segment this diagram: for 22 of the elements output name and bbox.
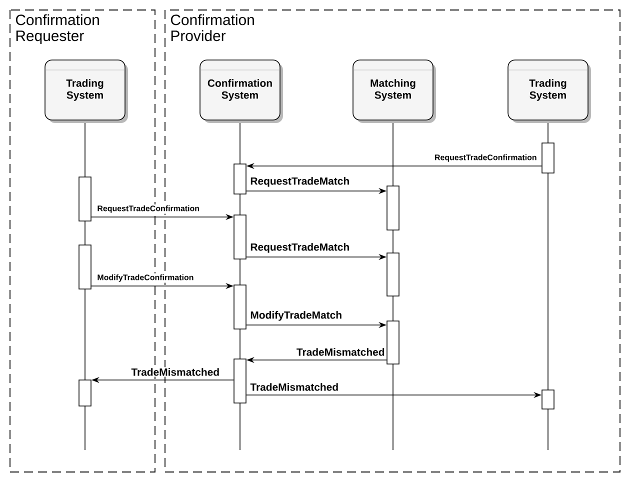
activation-bar bbox=[78, 380, 92, 406]
message-label: ModifyTradeMatch bbox=[249, 310, 344, 322]
activation-bar bbox=[234, 284, 246, 330]
lifeline-header: Trading System bbox=[508, 60, 591, 123]
activation-bar bbox=[234, 358, 246, 404]
lifeline-header: Trading System bbox=[44, 60, 128, 123]
activation-bar bbox=[78, 244, 92, 290]
message-label: TradeMismatched bbox=[295, 347, 386, 357]
activation-bar bbox=[542, 142, 554, 174]
activation-bar bbox=[386, 186, 400, 230]
activation-bar bbox=[234, 164, 246, 194]
message-label: RequestTradeMatch bbox=[249, 242, 351, 254]
activation-bar bbox=[78, 176, 92, 222]
activation-bar bbox=[386, 252, 400, 296]
lifeline-header: Matching System bbox=[352, 60, 436, 123]
activation-bar bbox=[542, 390, 554, 410]
lifeline-header: Confirmation System bbox=[200, 60, 283, 123]
message-label: TradeMismatched bbox=[130, 367, 221, 377]
activation-bar bbox=[234, 214, 246, 260]
activation-bar bbox=[386, 320, 400, 364]
message-label: TradeMismatched bbox=[249, 382, 340, 392]
message-label: RequestTradeMatch bbox=[249, 176, 351, 188]
